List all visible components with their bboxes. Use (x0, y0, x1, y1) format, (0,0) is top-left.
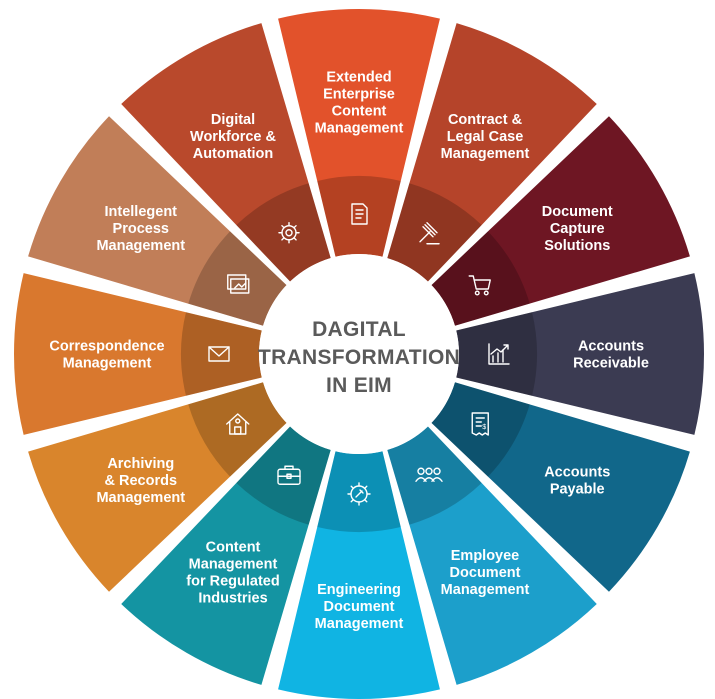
segment-label-line: for Regulated (186, 574, 279, 590)
segment-inner-band (456, 312, 537, 396)
segment-label-line: Document (324, 599, 395, 615)
segment-shape (431, 382, 690, 592)
segment-shape (14, 273, 262, 435)
segment-label-line: Accounts (578, 339, 644, 355)
segment-label-line: Management (441, 582, 530, 598)
segment-label-line: Management (441, 146, 530, 162)
segment-label-line: Solutions (544, 238, 610, 254)
segment-label-line: Enterprise (323, 87, 395, 103)
segment-label-line: Employee (451, 548, 520, 564)
segment-label-line: Content (332, 104, 387, 120)
center-title-line-2: TRANSFORMATION (258, 346, 460, 369)
segment-shape (387, 426, 597, 685)
segment-label-line: Management (96, 238, 185, 254)
segment-inner-band (188, 382, 287, 477)
gavel-icon (419, 222, 440, 245)
segment-label-line: Digital (211, 112, 255, 128)
cart-icon (468, 275, 491, 296)
segment-label-line: Legal Case (447, 129, 524, 145)
segment-label-line: Management (63, 356, 152, 372)
segment-label-line: Process (113, 221, 169, 237)
segment-inner-band (317, 176, 401, 257)
segment-label-line: Receivable (573, 356, 649, 372)
segment-label-line: Document (542, 204, 613, 220)
envelope-icon (208, 346, 230, 362)
segment-label-line: Intellegent (105, 204, 178, 220)
segment-label-line: Automation (193, 146, 274, 162)
team-icon (415, 467, 443, 482)
segment-shape (121, 426, 331, 685)
segment-label-line: Correspondence (49, 339, 164, 355)
segment-label-line: & Records (104, 473, 177, 489)
center-circle (259, 254, 459, 454)
segment-label-line: Payable (550, 482, 605, 498)
invoice-icon: $ (471, 412, 489, 436)
segment-label-line: Extended (326, 70, 391, 86)
segment-label-line: Contract & (448, 112, 523, 128)
segment-inner-band (317, 451, 401, 532)
segment-label-line: Engineering (317, 582, 401, 598)
segment-shape (278, 9, 440, 257)
document-icon (351, 203, 368, 225)
segment-label-line: Management (96, 490, 185, 506)
center-title-line-3: IN EIM (326, 374, 392, 397)
segment-shape (278, 451, 440, 699)
briefcase-icon (277, 465, 301, 485)
segment-label-line: Archiving (107, 456, 174, 472)
segment-shape (28, 382, 287, 592)
segment-label-line: Management (315, 121, 404, 137)
segment-label-line: Management (315, 616, 404, 632)
segment-label-line: Capture (550, 221, 605, 237)
segment-label-line: Accounts (544, 465, 610, 481)
segment-shape (431, 116, 690, 326)
segment-shape (28, 116, 287, 326)
segment-label-line: Document (450, 565, 521, 581)
process-board-icon (227, 274, 250, 294)
segment-inner-band (431, 382, 530, 477)
segment-shape (456, 273, 704, 435)
house-icon (226, 413, 250, 435)
segment-shape (387, 23, 597, 282)
segment-shape (121, 23, 331, 282)
segment-inner-band (387, 426, 482, 525)
center-title-line-1: DAGITAL (312, 318, 406, 341)
gear-icon (278, 222, 300, 244)
segment-inner-band (387, 183, 482, 282)
svg-text:$: $ (482, 424, 486, 431)
segment-inner-band (236, 183, 331, 282)
segment-label-line: Workforce & (190, 129, 276, 145)
growth-chart-icon (488, 343, 510, 365)
segment-label-line: Industries (198, 591, 267, 607)
segment-inner-band (431, 231, 530, 326)
segment-label-line: Content (206, 540, 261, 556)
engineering-gear-icon (347, 482, 371, 506)
segment-label-line: Management (189, 557, 278, 573)
